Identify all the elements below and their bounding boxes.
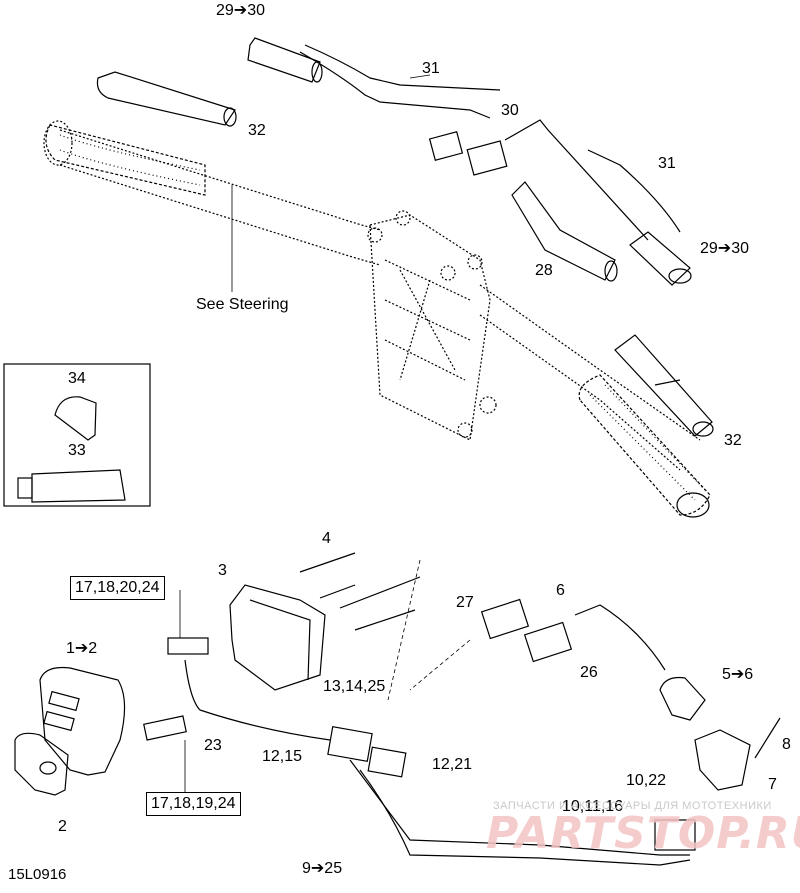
label-28: 28 (535, 262, 553, 279)
label-6: 6 (556, 582, 565, 599)
part-34-clip (54, 396, 97, 441)
label-30: 30 (501, 102, 519, 119)
part-4-screws (299, 552, 421, 631)
harness-9-25-b (359, 769, 691, 866)
part-8-pin (754, 717, 781, 759)
part-30-wire (299, 51, 491, 119)
part-32-right (614, 334, 714, 437)
drawing-code: 15L0916 (8, 866, 67, 883)
label-32-top: 32 (248, 122, 266, 139)
label-box-17-18-20-24: 17,18,20,24 (70, 576, 165, 600)
part-31-right-cable (587, 149, 681, 233)
part-33-tube (17, 469, 126, 503)
left-switch-assembly (14, 666, 126, 796)
label-32-right: 32 (724, 432, 742, 449)
label-10-11-16: 10,11,16 (562, 798, 624, 815)
label-see-steering: See Steering (196, 296, 289, 313)
label-12-21: 12,21 (432, 756, 473, 773)
label-23: 23 (204, 737, 222, 754)
central-connectors (327, 726, 407, 778)
part-31-top-cable (304, 44, 501, 91)
label-3: 3 (218, 562, 227, 579)
right-grip (578, 374, 711, 518)
part-7-cover (694, 729, 751, 791)
harness-9-25 (349, 759, 690, 856)
label-26: 26 (580, 664, 598, 681)
label-12-15: 12,15 (262, 748, 303, 765)
label-13-14-25: 13,14,25 (323, 678, 386, 695)
part-30-connectors (428, 119, 649, 241)
watermark-tagline: ЗАПЧАСТИ И АКСЕССУАРЫ ДЛЯ МОТОТЕХНИКИ (493, 800, 772, 812)
label-33: 33 (68, 442, 86, 459)
label-8: 8 (782, 736, 791, 753)
label-31-top: 31 (422, 60, 440, 77)
inset-box (3, 363, 151, 507)
label-29-30-right: 29➔30 (700, 240, 749, 257)
label-31-right: 31 (658, 155, 676, 172)
part-28-tube (511, 181, 618, 282)
part-29-30-right (629, 231, 692, 286)
part-27-connector (480, 598, 530, 640)
connector-17-top (167, 637, 209, 655)
label-box-17-18-19-24: 17,18,19,24 (146, 792, 241, 816)
watermark-logo: PARTSTOP.RU (486, 808, 800, 859)
label-29-30-top: 29➔30 (216, 2, 265, 19)
part-3-housing (229, 584, 326, 691)
label-9-25: 9➔25 (302, 860, 343, 877)
label-2: 2 (58, 818, 67, 835)
part-26-connector (523, 621, 573, 663)
left-grip (43, 120, 206, 196)
label-27: 27 (456, 594, 474, 611)
label-10-22: 10,22 (626, 772, 667, 789)
label-4: 4 (322, 530, 331, 547)
part-5-6-switch (659, 676, 706, 721)
label-1-2: 1➔2 (66, 640, 98, 657)
handlebar-riser (367, 210, 497, 441)
part-29-30-top (247, 37, 323, 83)
part-10-connector (654, 819, 696, 851)
leader-lines (179, 74, 471, 800)
label-7: 7 (768, 776, 777, 793)
harness-23 (184, 659, 331, 741)
part-32-top (96, 71, 237, 127)
handlebar (59, 129, 701, 471)
connector-17-bottom (143, 715, 187, 741)
label-5-6: 5➔6 (722, 666, 754, 683)
label-34: 34 (68, 370, 86, 387)
part-6-cable (574, 604, 666, 671)
